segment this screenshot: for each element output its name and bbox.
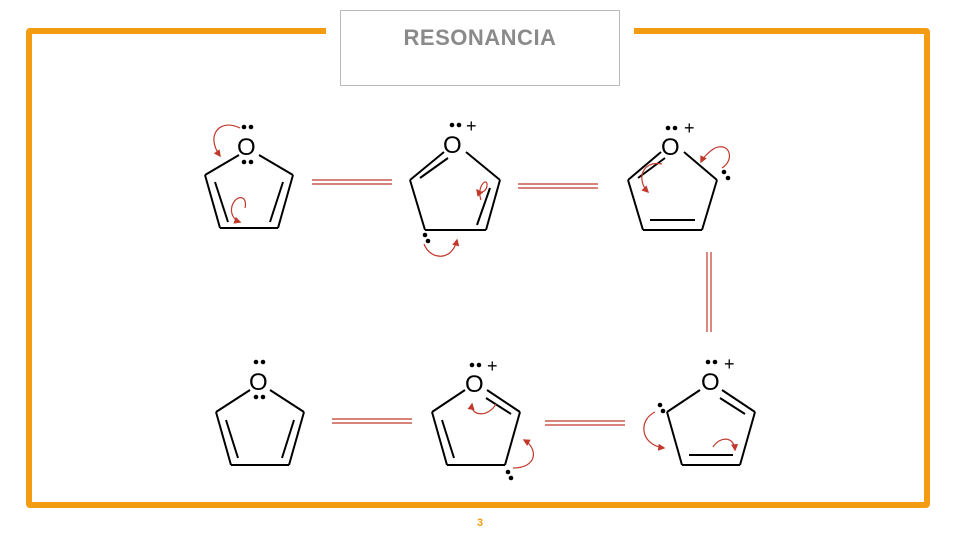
lone-pairs-4 bbox=[657, 359, 718, 414]
structure-4: O + bbox=[643, 354, 756, 466]
structure-3: O + bbox=[627, 118, 731, 231]
structure-1: O bbox=[204, 124, 294, 229]
equilibrium-arrow bbox=[518, 183, 598, 189]
oxygen-atom: O bbox=[661, 134, 680, 161]
ring-bonds-2 bbox=[409, 151, 501, 231]
curved-arrow bbox=[213, 124, 241, 158]
lone-pairs-1 bbox=[241, 124, 254, 165]
equilibrium-arrow bbox=[545, 420, 625, 426]
slide-title: RESONANCIA bbox=[403, 25, 557, 50]
curved-arrow bbox=[230, 197, 247, 224]
equilibrium-arrow bbox=[706, 252, 712, 332]
ring-bonds-4 bbox=[666, 389, 756, 466]
oxygen-atom: O bbox=[465, 371, 484, 398]
oxygen-atom: O bbox=[701, 369, 720, 396]
page-number: 3 bbox=[476, 517, 484, 529]
positive-charge: + bbox=[487, 356, 498, 376]
equilibrium-arrow bbox=[312, 179, 392, 185]
positive-charge: + bbox=[684, 118, 695, 138]
curved-arrow bbox=[712, 438, 739, 452]
curved-arrow bbox=[641, 162, 663, 194]
lone-pairs-5 bbox=[469, 362, 514, 481]
curved-arrow bbox=[700, 146, 731, 169]
lone-pairs-6 bbox=[253, 359, 266, 400]
ring-bonds-5 bbox=[431, 389, 521, 466]
oxygen-atom: O bbox=[237, 134, 256, 161]
ring-bonds-3 bbox=[627, 151, 718, 231]
structure-6: O bbox=[215, 359, 305, 466]
curved-arrow bbox=[512, 439, 534, 469]
oxygen-atom: O bbox=[443, 132, 462, 159]
title-box: RESONANCIA bbox=[326, 6, 634, 92]
ring-bonds-1 bbox=[204, 154, 294, 229]
structure-5: O + bbox=[431, 356, 534, 481]
positive-charge: + bbox=[466, 116, 477, 136]
curved-arrow bbox=[643, 411, 666, 451]
equilibrium-arrow bbox=[332, 418, 412, 424]
curved-arrow bbox=[423, 238, 460, 257]
ring-bonds-6 bbox=[215, 389, 305, 466]
lone-pairs-3 bbox=[665, 125, 731, 181]
title-border: RESONANCIA bbox=[340, 10, 620, 86]
lone-pairs-2 bbox=[422, 122, 462, 244]
positive-charge: + bbox=[724, 354, 735, 374]
curved-arrow bbox=[476, 181, 488, 201]
oxygen-atom: O bbox=[249, 369, 268, 396]
structure-2: O + bbox=[409, 116, 501, 257]
curved-arrow bbox=[467, 402, 497, 415]
